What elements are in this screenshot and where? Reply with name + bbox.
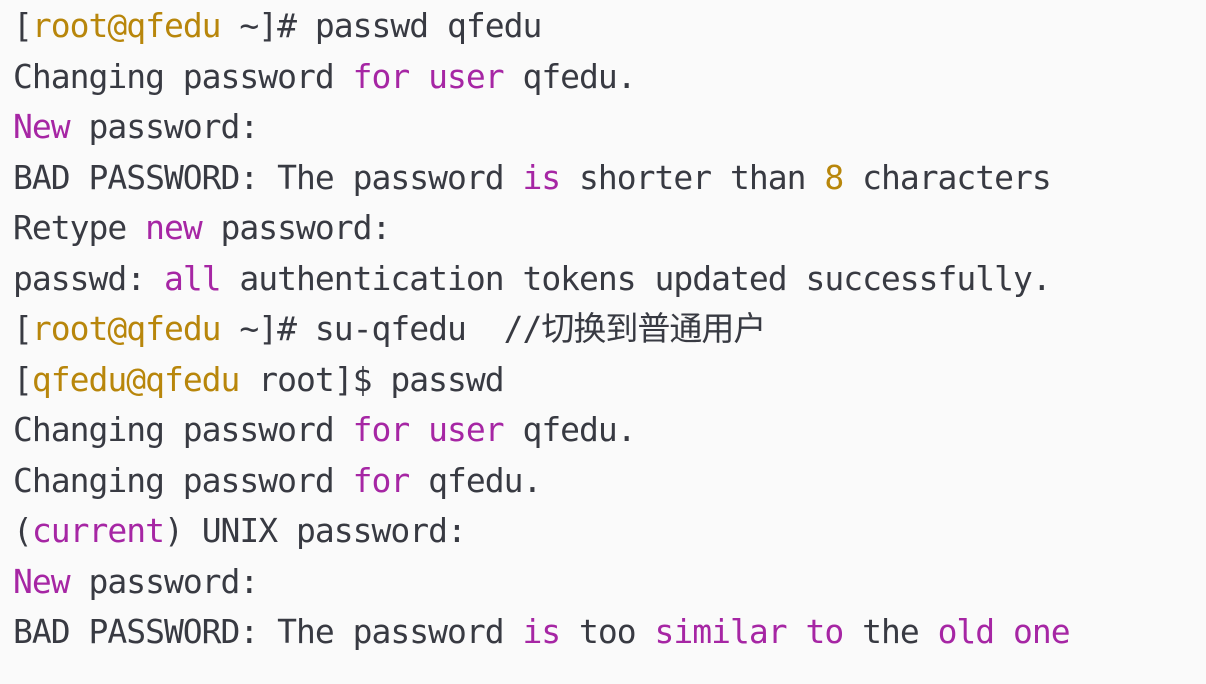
text-segment: qfedu.: [503, 56, 636, 96]
text-segment: ~]# su-qfedu: [220, 309, 504, 348]
text-segment: for user: [352, 410, 505, 449]
terminal-line: New password:: [13, 102, 1206, 153]
terminal-line: BAD PASSWORD: The password is too simila…: [13, 607, 1206, 658]
text-segment: root]$ passwd: [239, 359, 504, 399]
text-segment: password:: [69, 107, 259, 146]
text-segment: authentication tokens updated successful…: [220, 258, 1051, 298]
text-segment: //切换到普通用户: [503, 309, 767, 348]
text-segment: current: [31, 511, 165, 550]
terminal-line: Retype new password:: [13, 203, 1206, 254]
text-segment: BAD PASSWORD: The password: [13, 612, 523, 651]
text-segment: passwd:: [13, 258, 164, 298]
text-segment: ) UNIX password:: [163, 511, 467, 550]
text-segment: ~]# passwd qfedu: [220, 6, 542, 45]
text-segment: New: [13, 561, 71, 601]
text-segment: is: [522, 157, 561, 197]
text-segment: Changing password: [13, 410, 353, 449]
text-segment: the: [843, 612, 938, 651]
text-segment: all: [163, 258, 222, 298]
text-segment: [: [13, 6, 33, 45]
terminal-line: [root@qfedu ~]# passwd qfedu: [13, 1, 1206, 52]
text-segment: too: [560, 612, 655, 651]
text-segment: [: [13, 309, 33, 348]
terminal-line: BAD PASSWORD: The password is shorter th…: [13, 153, 1206, 204]
text-segment: [: [13, 359, 33, 399]
text-segment: password:: [201, 208, 392, 247]
text-segment: root@qfedu: [31, 6, 222, 45]
terminal-line: passwd: all authentication tokens update…: [13, 254, 1206, 305]
text-segment: qfedu.: [503, 410, 636, 449]
text-segment: characters: [843, 157, 1052, 197]
text-segment: (: [13, 511, 33, 550]
terminal-line: [root@qfedu ~]# su-qfedu //切换到普通用户: [13, 304, 1206, 355]
terminal-line: New password:: [13, 557, 1206, 608]
text-segment: root@qfedu: [31, 309, 222, 348]
text-segment: old one: [937, 612, 1071, 651]
text-segment: password:: [69, 561, 259, 601]
terminal-line: Changing password for user qfedu.: [13, 52, 1206, 103]
text-segment: qfedu@qfedu: [31, 359, 241, 399]
text-segment: qfedu.: [409, 460, 542, 500]
text-segment: new: [145, 208, 203, 247]
text-segment: Changing password: [13, 460, 353, 500]
text-segment: New: [13, 107, 71, 146]
terminal-line: (current) UNIX password:: [13, 506, 1206, 557]
text-segment: BAD PASSWORD: The password: [13, 157, 523, 197]
text-segment: for: [352, 460, 411, 500]
terminal-line: Changing password for user qfedu.: [13, 405, 1206, 456]
text-segment: 8: [824, 157, 844, 197]
text-segment: shorter than: [560, 157, 825, 197]
text-segment: is: [522, 612, 561, 651]
text-segment: similar to: [654, 612, 845, 651]
terminal-line: Changing password for qfedu.: [13, 456, 1206, 507]
text-segment: for user: [352, 56, 505, 96]
text-segment: Retype: [13, 208, 146, 247]
text-segment: Changing password: [13, 56, 353, 96]
terminal-line: [qfedu@qfedu root]$ passwd: [13, 355, 1206, 406]
